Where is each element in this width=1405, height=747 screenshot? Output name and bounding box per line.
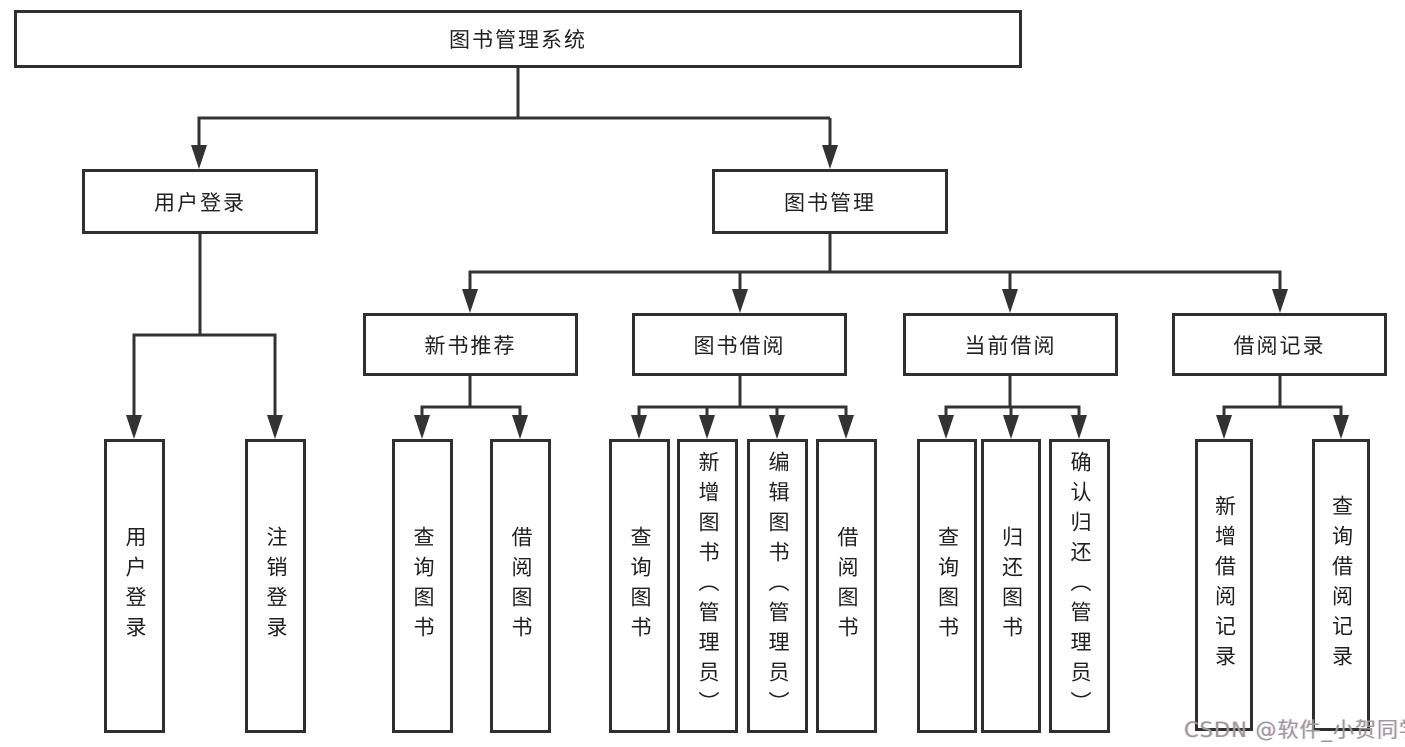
arrowhead — [126, 415, 142, 439]
arrowhead — [462, 289, 478, 313]
leaf-user-login: 用户登录 — [104, 439, 165, 733]
arrowhead — [938, 415, 954, 439]
arrowhead — [1002, 289, 1018, 313]
arrowhead — [1216, 415, 1232, 439]
arrowhead — [631, 415, 647, 439]
leaf-add-books-admin: 新增图书（管理员） — [677, 439, 738, 733]
leaf-borrow-books-label: 借阅图书 — [509, 526, 533, 646]
leaf-confirm-return-admin: 确认归还（管理员） — [1049, 439, 1110, 733]
node-current-borrowing-label: 当前借阅 — [964, 333, 1057, 358]
leaf-query-books: 查询图书 — [392, 439, 453, 733]
node-book-borrowing-label: 图书借阅 — [693, 333, 786, 358]
connector-current-borrowing-split — [944, 376, 1081, 420]
arrowhead — [267, 415, 283, 439]
node-book-borrowing: 图书借阅 — [632, 313, 847, 376]
leaf-return-books-label: 归还图书 — [999, 526, 1024, 646]
arrowhead — [699, 415, 715, 439]
connector-user-login-split — [132, 234, 277, 420]
leaf-query-borrow-record-label: 查询借阅记录 — [1329, 495, 1354, 675]
leaf-query-books: 查询图书 — [609, 439, 670, 733]
node-borrowing-records: 借阅记录 — [1172, 313, 1387, 376]
connector-new-book-split — [420, 376, 522, 420]
arrowhead — [191, 145, 207, 169]
leaf-edit-books-admin: 编辑图书（管理员） — [747, 439, 808, 733]
connector-borrowing-records-split — [1222, 376, 1343, 420]
leaf-add-borrow-record: 新增借阅记录 — [1195, 439, 1253, 731]
leaf-query-books-label: 查询图书 — [628, 526, 652, 646]
leaf-query-books: 查询图书 — [917, 439, 977, 733]
connector-book-borrowing-split — [637, 376, 848, 420]
leaf-query-books-label: 查询图书 — [411, 526, 435, 646]
csdn-watermark: CSDN @软件_小贺同学 — [1184, 718, 1405, 742]
leaf-query-borrow-record: 查询借阅记录 — [1312, 439, 1370, 731]
leaf-borrow-books: 借阅图书 — [490, 439, 551, 733]
node-user-login: 用户登录 — [82, 169, 318, 234]
leaf-add-books-admin-label: 新增图书（管理员） — [696, 451, 720, 721]
arrowhead — [732, 289, 748, 313]
node-book-management-label: 图书管理 — [784, 190, 876, 215]
leaf-borrow-books-label: 借阅图书 — [835, 526, 859, 646]
leaf-edit-books-admin-label: 编辑图书（管理员） — [766, 451, 790, 721]
node-book-management: 图书管理 — [712, 169, 948, 234]
leaf-add-borrow-record-label: 新增借阅记录 — [1212, 495, 1237, 675]
node-root: 图书管理系统 — [14, 10, 1022, 68]
arrowhead — [1333, 415, 1349, 439]
leaf-return-books: 归还图书 — [981, 439, 1041, 733]
arrowhead — [769, 415, 785, 439]
arrowhead — [822, 145, 838, 169]
leaf-query-books-label: 查询图书 — [935, 526, 960, 646]
connector-book-management-split — [468, 234, 1282, 294]
node-borrowing-records-label: 借阅记录 — [1233, 333, 1326, 358]
node-new-book-recommend-label: 新书推荐 — [424, 333, 517, 358]
leaf-borrow-books: 借阅图书 — [816, 439, 877, 733]
arrowhead — [1272, 289, 1288, 313]
node-new-book-recommend: 新书推荐 — [363, 313, 578, 376]
connector-root-split — [197, 68, 832, 150]
leaf-confirm-return-admin-label: 确认归还（管理员） — [1068, 451, 1092, 721]
arrowhead — [414, 415, 430, 439]
leaf-logout: 注销登录 — [245, 439, 306, 733]
node-current-borrowing: 当前借阅 — [903, 313, 1118, 376]
leaf-logout-label: 注销登录 — [264, 526, 288, 646]
arrowhead — [512, 415, 528, 439]
node-user-login-label: 用户登录 — [154, 190, 246, 215]
leaf-user-login-label: 用户登录 — [123, 526, 147, 646]
node-root-label: 图书管理系统 — [449, 28, 587, 52]
arrowhead — [1071, 415, 1087, 439]
arrowhead — [838, 415, 854, 439]
arrowhead — [1003, 415, 1019, 439]
